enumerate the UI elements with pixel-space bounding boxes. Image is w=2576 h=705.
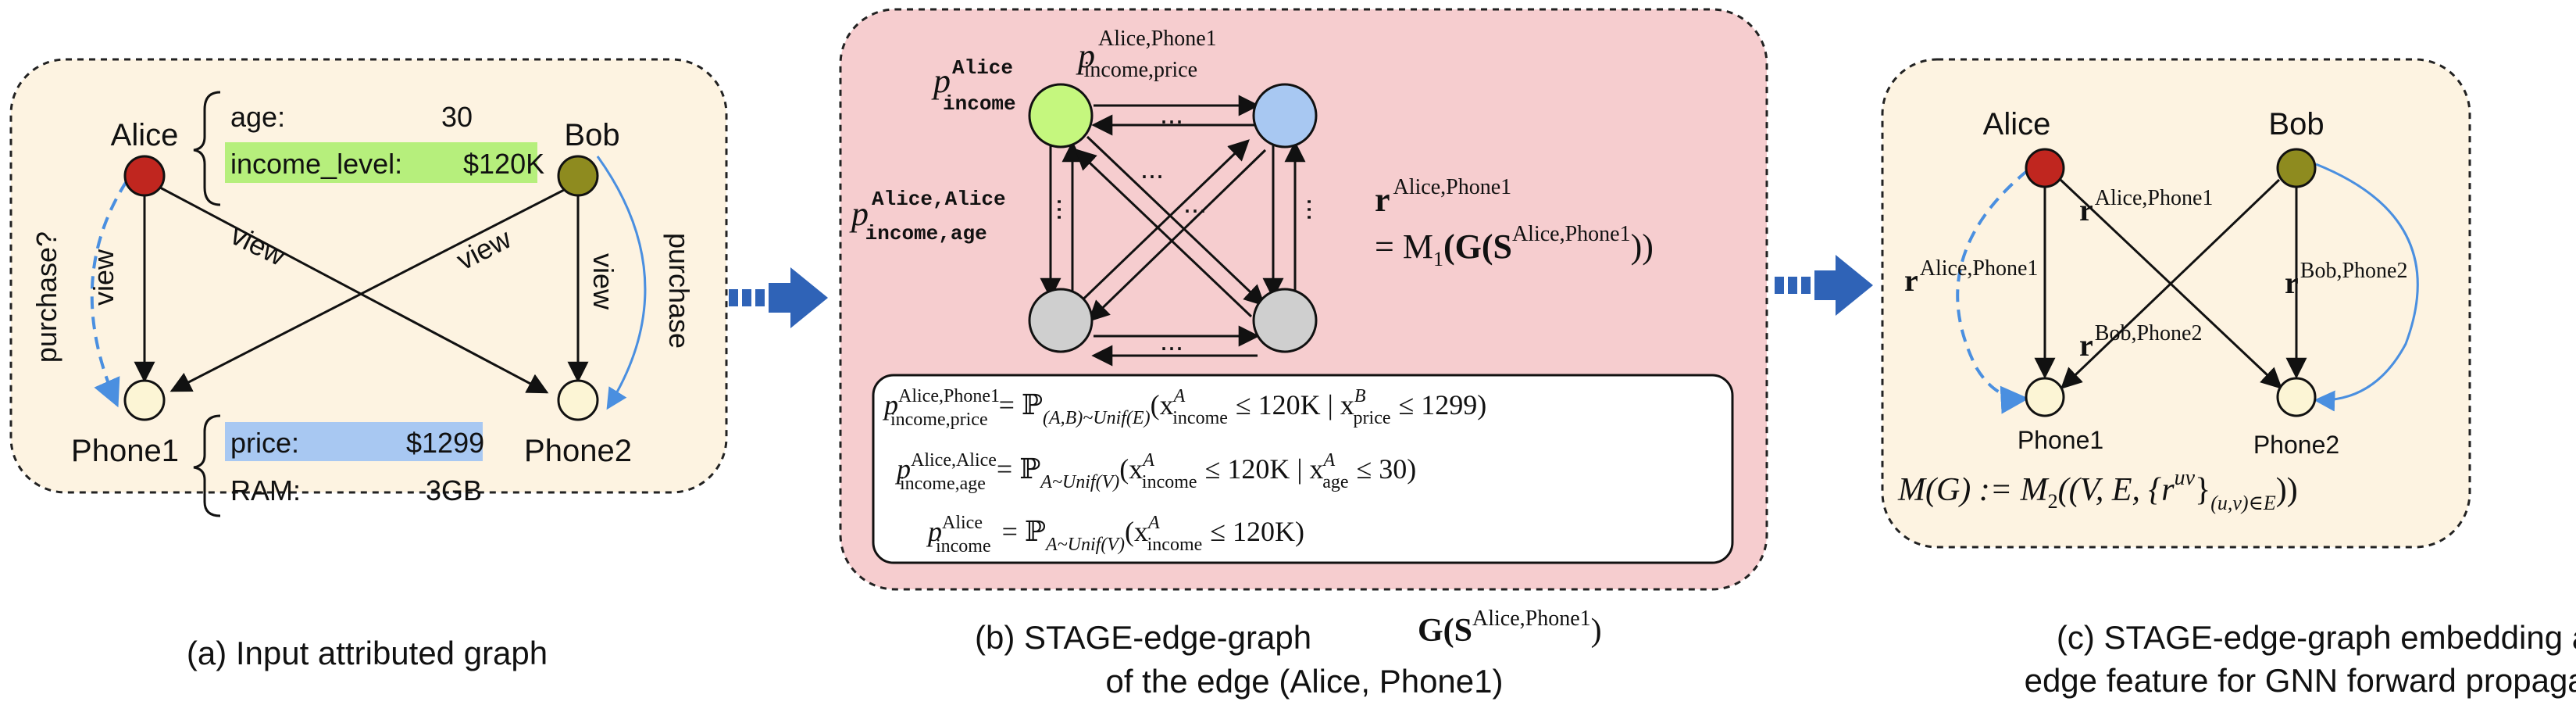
c-formula: M(G) := M2((V, E, {ruv}(u,v)∈E))	[1897, 466, 2298, 514]
arrow-a-to-b	[729, 267, 828, 328]
caption-c-line2: edge feature for GNN forward propagation	[2025, 662, 2576, 699]
arrow-b-to-c	[1775, 255, 1873, 316]
node-bob	[557, 155, 599, 197]
c-node-alice	[2025, 148, 2065, 188]
edge-bob-phone1	[169, 186, 569, 392]
c-node-label-phone2: Phone2	[2253, 431, 2339, 459]
edge-bob-phone2-purchase	[596, 156, 647, 410]
node-label-phone2: Phone2	[524, 434, 632, 468]
income-highlight	[225, 142, 537, 183]
node-phone1	[123, 379, 166, 421]
price-highlight	[225, 422, 483, 461]
c-node-label-alice: Alice	[1983, 107, 2051, 141]
caption-c-line1: (c) STAGE-edge-graph embedding as	[2057, 619, 2576, 656]
panel-a: view view view view purchase? purchase A…	[9, 58, 728, 671]
stage-node-income	[1028, 83, 1094, 149]
svg-text:...: ...	[1035, 198, 1067, 221]
phone1-attr-price-key: price:	[230, 427, 299, 459]
formula-box	[872, 374, 1734, 564]
edge-alice-phone1-purchase-query	[90, 180, 128, 408]
caption-b-line1: (b) STAGE-edge-graph	[975, 619, 1311, 656]
caption-b-line2: of the edge (Alice, Phone1)	[1105, 663, 1503, 700]
alice-attr-brace	[193, 91, 221, 206]
c-node-phone1	[2025, 377, 2065, 417]
panel-c: Alice Bob Phone1 Phone2 rAlice,Phone1 rA…	[1881, 58, 2576, 699]
stage-edges	[1040, 95, 1306, 367]
panel-c-frame	[1881, 58, 2471, 549]
c-edge-bob-phone1	[2060, 178, 2281, 389]
c-label-bob-phone1: rBob,Phone2	[2079, 321, 2202, 363]
svg-text:...: ...	[1160, 324, 1183, 356]
alice-attr-income-key: income_level:	[230, 148, 402, 180]
alice-attr-age-value: 30	[441, 101, 473, 133]
c-edge-bob-phone2-curve	[2314, 163, 2419, 412]
svg-text:...: ...	[1183, 187, 1207, 219]
edge-label-purchase: purchase	[663, 233, 695, 349]
c-node-label-bob: Bob	[2268, 107, 2324, 141]
alice-attr-income-value: $120K	[463, 148, 544, 180]
r-definition-rhs: = M1(G(SAlice,Phone1))	[1375, 222, 1654, 270]
node-label-bob: Bob	[564, 118, 619, 152]
c-node-label-phone1: Phone1	[2018, 426, 2103, 454]
svg-text:...: ...	[1140, 152, 1164, 184]
stage-node-bottom-right	[1252, 288, 1318, 353]
stage-node-price	[1252, 83, 1318, 149]
phone1-attr-ram-key: RAM:	[230, 474, 301, 506]
node-alice	[123, 155, 166, 197]
node-label-phone1: Phone1	[71, 434, 179, 468]
node-phone2	[557, 379, 599, 421]
stage-ellipses: ... ... ... ... ... ...	[1035, 98, 1317, 356]
c-node-bob	[2276, 148, 2317, 188]
edge-alice-phone2	[159, 186, 549, 394]
svg-text:...: ...	[1160, 98, 1183, 130]
node-label-alice: Alice	[111, 118, 179, 152]
edge-label-purchase-query: purchase?	[30, 231, 62, 363]
edge-label-view-alice-phone1: view	[87, 249, 120, 306]
alice-attr-age-key: age:	[230, 101, 285, 133]
c-label-bob-phone2: rBob,Phone2	[2285, 259, 2407, 300]
svg-text:...: ...	[1285, 198, 1317, 221]
c-node-phone2	[2276, 377, 2317, 417]
c-label-alice-phone2: rAlice,Phone1	[2079, 186, 2213, 227]
c-label-alice-phone1: rAlice,Phone1	[1904, 256, 2038, 298]
phone1-attr-ram-value: 3GB	[426, 474, 482, 506]
phone1-attr-price-value: $1299	[406, 427, 484, 459]
caption-b-math: G(SAlice,Phone1)	[1418, 607, 1602, 649]
c-edge-alice-phone1-dashed	[1956, 169, 2029, 414]
caption-a: (a) Input attributed graph	[187, 635, 548, 671]
edge-label-view-bob-phone2: view	[587, 253, 619, 310]
stage-node-bottom-left	[1028, 288, 1094, 353]
phone1-attr-brace	[193, 414, 221, 517]
